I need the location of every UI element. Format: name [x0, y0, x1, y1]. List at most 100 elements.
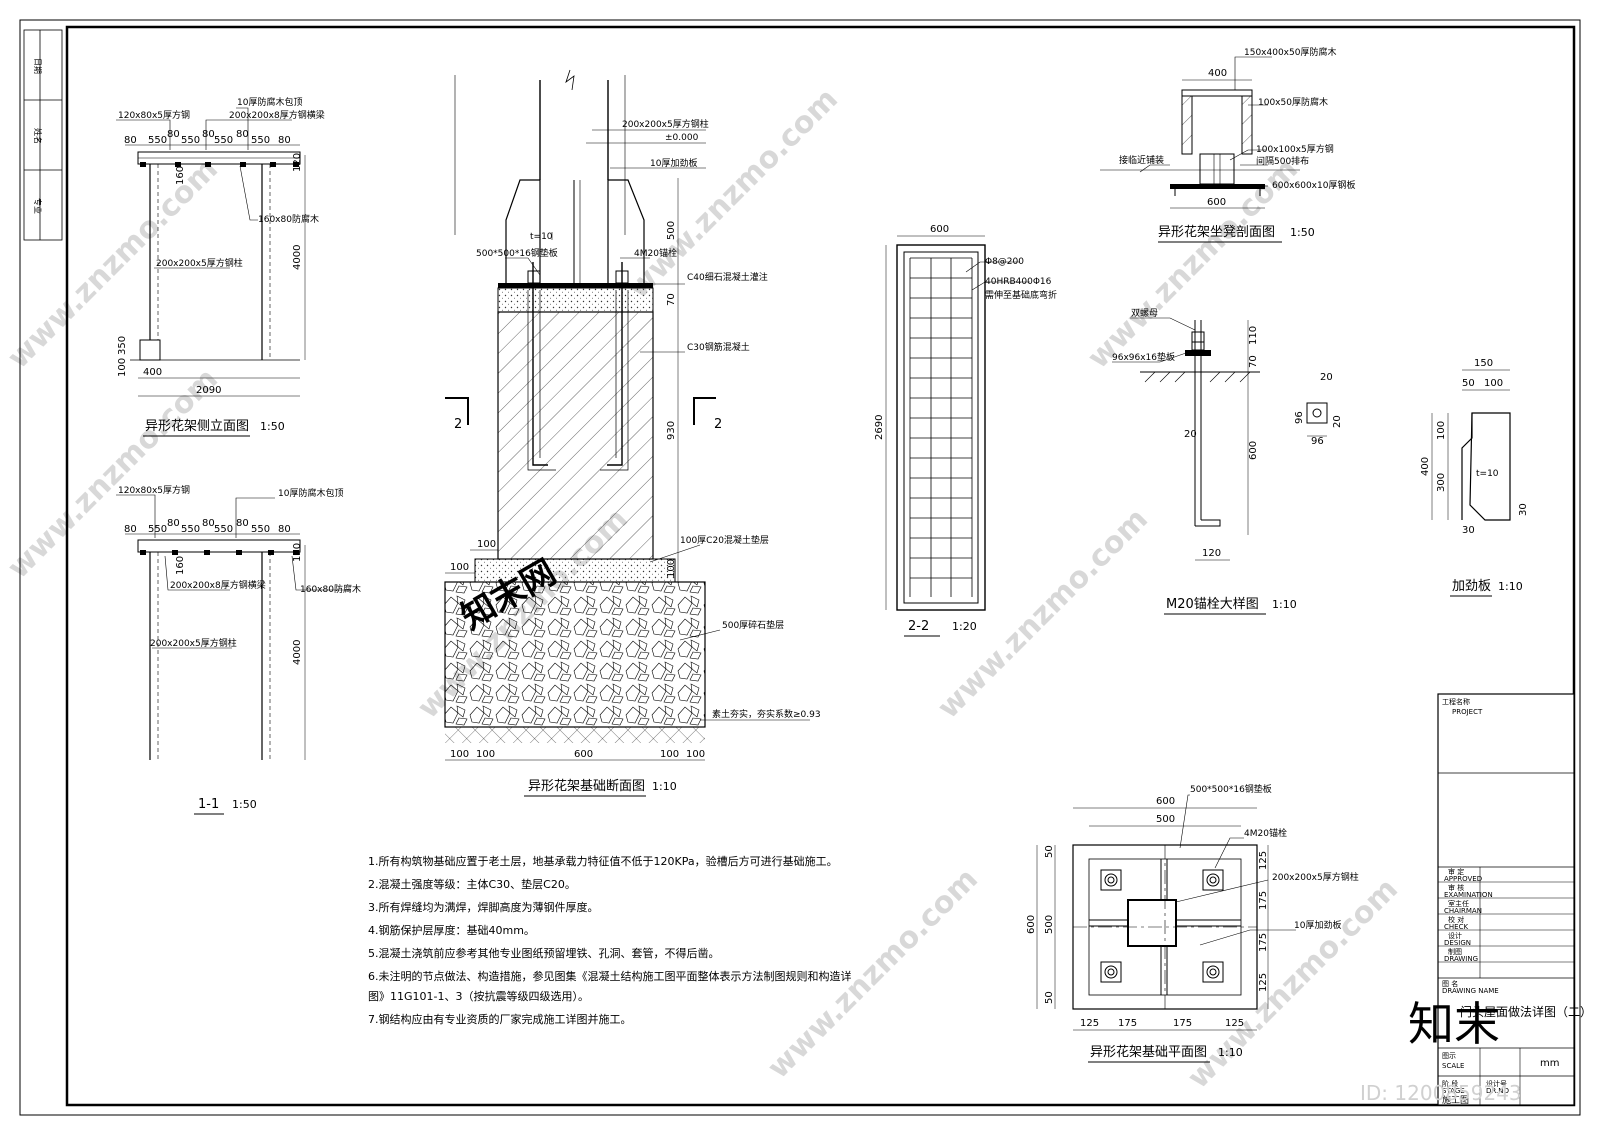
tb-stage-en: STAGE	[1442, 1087, 1465, 1095]
view-title: 异形花架坐凳剖面图	[1158, 224, 1275, 240]
cut-mark: 2	[454, 417, 462, 432]
dim: 100	[1484, 378, 1503, 389]
tb-name-cn: 图 名	[1442, 979, 1458, 988]
label: C30钢筋混凝土	[687, 341, 750, 353]
dim: 600	[1248, 441, 1259, 460]
note-line: 图》11G101-1、3（按抗震等级四级选用）。	[368, 989, 589, 1003]
note-line: 6.未注明的节点做法、构造措施，参见图集《混凝土结构施工图平面整体表示方法制图规…	[368, 969, 852, 983]
dim: 80	[202, 518, 215, 529]
label: 150x400x50厚防腐木	[1244, 46, 1336, 58]
dim: 80	[124, 524, 137, 535]
label: 200x200x5厚方钢柱	[622, 118, 709, 130]
dim: 70	[666, 293, 677, 306]
label: 500*500*16钢垫板	[476, 247, 558, 259]
cut-mark: 2	[714, 417, 722, 432]
washer-plate	[1306, 402, 1328, 424]
label: ±0.000	[665, 133, 699, 143]
label: 500*500*16钢垫板	[1190, 783, 1272, 795]
label: 素土夯实，夯实系数≥0.93	[712, 708, 821, 720]
dim: 600	[574, 749, 593, 760]
view-scale: 1:10	[1498, 580, 1523, 593]
dim: 175	[1173, 1018, 1192, 1029]
dim: 50	[1044, 845, 1055, 858]
tb-stage-cn: 阶 段	[1442, 1079, 1458, 1088]
view-title: 1-1	[198, 797, 219, 812]
tb-row-en: CHECK	[1444, 923, 1468, 931]
note-line: 3.所有焊缝均为满焊，焊脚高度为薄钢件厚度。	[368, 900, 599, 914]
label: 10厚加劲板	[1294, 919, 1341, 931]
gravel-layer	[444, 581, 706, 728]
view-scale: 1:10	[1218, 1046, 1243, 1059]
tb-row-en: CHAIRMAN	[1444, 907, 1482, 915]
section-1-1-view: 120x80x5厚方钢 10厚防腐木包顶 200x200x8厚方钢横梁 160x…	[116, 484, 361, 815]
concrete-pier	[497, 311, 654, 560]
label: Φ8@200	[985, 257, 1024, 267]
dim: 80	[124, 135, 137, 146]
dim: 120	[292, 153, 303, 172]
foundation-section-view: 2 2 200x200x5厚方钢柱 ±0.000 10厚加劲板 t=10 500…	[444, 69, 821, 797]
watermark-text: www.znzmo.com	[931, 502, 1155, 726]
tb-dwgno-en: DR.NO	[1486, 1087, 1509, 1095]
dim: 600	[1207, 197, 1226, 208]
dim: 100	[450, 749, 469, 760]
dim: 80	[167, 129, 180, 140]
dim: 125	[1258, 973, 1269, 992]
dim: 120	[1202, 548, 1221, 559]
dim: 110	[1248, 326, 1259, 345]
tb-row-en: DRAWING	[1444, 955, 1478, 963]
dim: 600	[1156, 796, 1175, 807]
tb-row-cn: 设计	[1448, 931, 1462, 940]
label: 160x80防腐木	[258, 213, 319, 225]
watermark-id: ID: 1200859243	[1360, 1081, 1522, 1105]
dim: 20	[1332, 415, 1343, 428]
dim: 550	[148, 524, 167, 535]
label: 间隔500排布	[1256, 155, 1309, 167]
tb-row-en: APPROVED	[1444, 875, 1482, 883]
view-title: 2-2	[908, 619, 929, 634]
inner-frame	[65, 25, 1576, 1107]
tb-row-en: EXAMINATION	[1444, 891, 1493, 899]
brand-logo: 知末	[1408, 997, 1500, 1051]
label: 10厚防腐木包顶	[278, 487, 343, 499]
purlin-blocks	[140, 162, 299, 167]
stiffener-view: 150 50 100 100 400 300 30 30 t=10 加劲板 1:…	[1420, 358, 1529, 597]
dim: 125	[1080, 1018, 1099, 1029]
dim: 80	[202, 129, 215, 140]
tb-drawing-name: 门头屋面做法详图（二）	[1460, 1004, 1592, 1019]
title-block: 工程名称 PROJECT 审 定 APPROVED 审 核 EXAMINATIO…	[1437, 693, 1592, 1106]
dim: 550	[251, 135, 270, 146]
dim: 350	[117, 336, 128, 355]
dim: 80	[278, 524, 291, 535]
dim: 96	[1294, 411, 1305, 424]
grout-layer	[497, 287, 654, 313]
view-title: 加劲板	[1452, 579, 1491, 594]
label: 200x200x5厚方钢柱	[156, 257, 243, 269]
label: 200x200x5厚方钢柱	[1272, 871, 1359, 883]
section-2-2-view: 600 2690 Φ8@200 40HRB400Φ16 需伸至基础底弯折 2-2…	[874, 224, 1057, 637]
tb-row-cn: 室主任	[1448, 899, 1469, 908]
column-square	[1127, 899, 1177, 947]
dim: 50	[1462, 378, 1475, 389]
watermark-text: www.znzmo.com	[1181, 872, 1405, 1096]
label: 96x96x16垫板	[1112, 351, 1175, 363]
label: 120x80x5厚方钢	[118, 109, 190, 121]
dim: 100	[477, 539, 496, 550]
compacted-soil	[445, 727, 705, 743]
dim: 500	[1156, 814, 1175, 825]
margin-label: 姓名	[33, 128, 43, 144]
note-line: 1.所有构筑物基础应置于老土层，地基承载力特征值不低于120KPa，验槽后方可进…	[368, 854, 838, 868]
dim: 160	[175, 166, 186, 185]
base-plate	[498, 283, 653, 288]
tb-row-cn: 制图	[1448, 947, 1462, 956]
label: 100x100x5厚方钢	[1256, 143, 1334, 155]
dim: 300	[1436, 473, 1447, 492]
stiffener-right	[607, 179, 645, 286]
tb-scale-en: SCALE	[1442, 1062, 1464, 1070]
label: 10厚加劲板	[650, 157, 697, 169]
dim: 930	[666, 421, 677, 440]
dim: 175	[1258, 933, 1269, 952]
view-scale: 1:50	[260, 420, 285, 433]
dim: 175	[1118, 1018, 1137, 1029]
tb-row-en: DESIGN	[1444, 939, 1471, 947]
dim: 50	[1044, 991, 1055, 1004]
